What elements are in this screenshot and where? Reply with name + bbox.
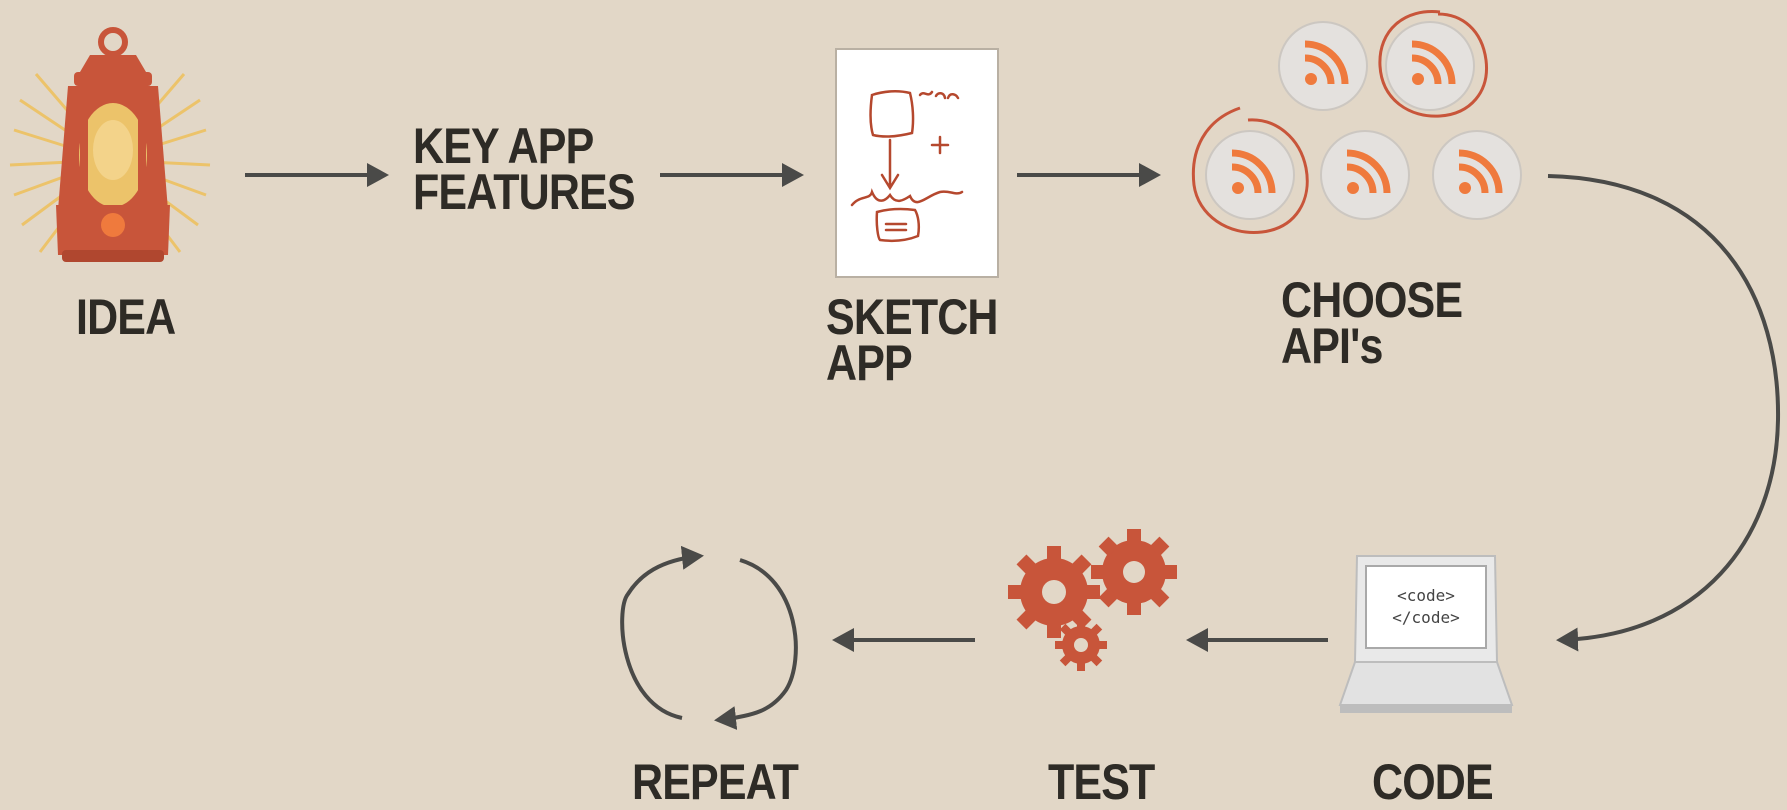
- sketch-paper-icon: [835, 48, 999, 278]
- step-label-sketch: SKETCH APP: [826, 289, 998, 391]
- lantern-icon: [9, 27, 211, 262]
- selection-circle: [1378, 10, 1488, 118]
- laptop-code-close: </code>: [1392, 608, 1459, 627]
- step-label-repeat: REPEAT: [632, 754, 799, 810]
- selection-circle: [1191, 106, 1309, 234]
- laptop-icon: <code> </code>: [1338, 555, 1514, 713]
- cycle-arrows-icon: [620, 545, 798, 730]
- step-label-features: KEY APP FEATURES: [413, 118, 636, 220]
- rss-feed-icon: [1191, 10, 1522, 234]
- arrow-apis-to-code: [1547, 174, 1781, 652]
- step-label-idea: IDEA: [76, 289, 176, 345]
- step-label-apis: CHOOSE API's: [1281, 272, 1463, 374]
- laptop-code-open: <code>: [1397, 586, 1455, 605]
- step-label-code: CODE: [1372, 754, 1494, 810]
- gears-icon: [1008, 529, 1177, 671]
- step-label-test: TEST: [1048, 754, 1155, 810]
